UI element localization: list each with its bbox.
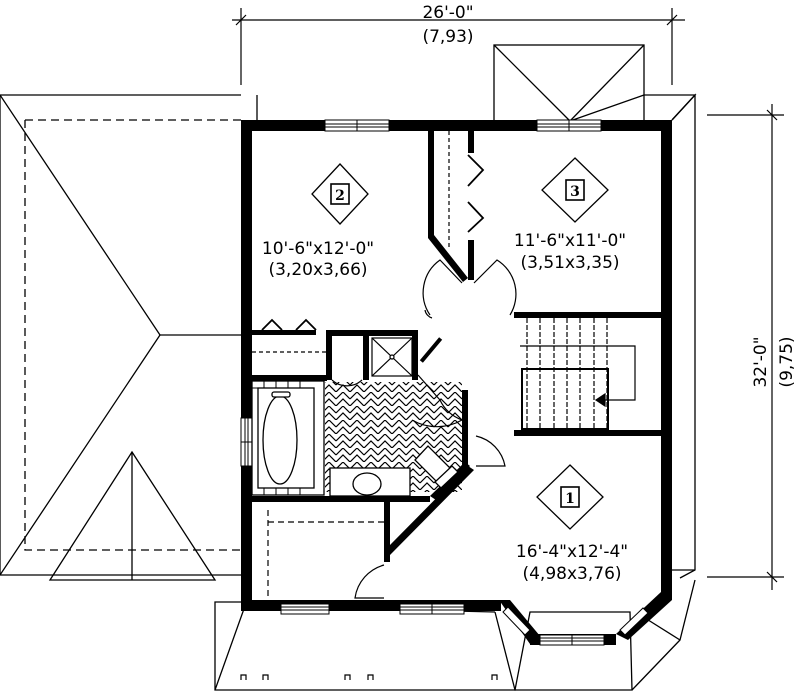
linen-closet-door (331, 374, 463, 421)
vanity-sink (329, 467, 411, 497)
bathtub (251, 380, 325, 496)
room-3-number: 3 (570, 184, 580, 200)
door-swings (354, 259, 517, 599)
room-1-number: 1 (565, 491, 575, 507)
room-3-size-metric: (3,51x3,35) (520, 253, 619, 273)
room-2-label: 2 10'-6"x12'-0" (3,20x3,66) (262, 163, 374, 280)
width-imperial-label: 26'-0" (422, 3, 473, 23)
roof-right (671, 93, 696, 579)
depth-imperial-label: 32'-0" (751, 336, 771, 387)
room-1-label: 1 16'-4"x12'-4" (4,98x3,76) (516, 464, 628, 584)
depth-metric-label: (9,75) (777, 336, 797, 387)
toilet (414, 445, 459, 489)
closet-shelf-line (267, 510, 384, 600)
room-3-label: 3 11'-6"x11'-0" (3,51x3,35) (514, 157, 626, 273)
closet-bifold-doors (261, 154, 485, 331)
roof-vents (240, 674, 498, 680)
roof-dormer-top (493, 44, 697, 122)
room-1-size-imperial: 16'-4"x12'-4" (516, 542, 628, 562)
roof-left (0, 94, 258, 581)
bay-windows (502, 606, 649, 636)
dimension-depth (707, 104, 784, 590)
room-2-size-metric: (3,20x3,66) (268, 260, 367, 280)
room-2-number: 2 (335, 188, 345, 204)
staircase (520, 318, 636, 430)
windows (240, 119, 605, 646)
width-metric-label: (7,93) (422, 27, 473, 47)
room-2-size-imperial: 10'-6"x12'-0" (262, 239, 374, 259)
room-3-size-imperial: 11'-6"x11'-0" (514, 231, 626, 251)
room-1-size-metric: (4,98x3,76) (522, 564, 621, 584)
shower-stall (371, 337, 413, 377)
dimension-width (232, 8, 685, 85)
bathtub-tile-border (252, 381, 301, 495)
